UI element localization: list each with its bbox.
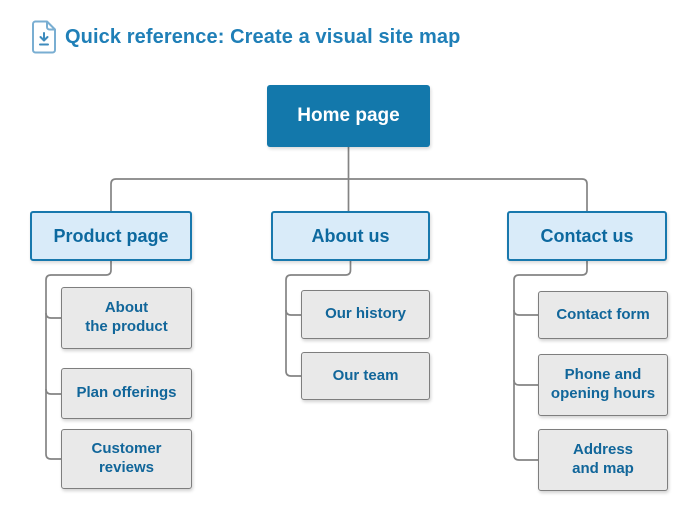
connector-about-branch-1 (285, 309, 301, 316)
node-contact-us: Contact us (507, 211, 667, 261)
node-contact-form: Contact form (538, 291, 668, 339)
node-customer-reviews: Customer reviews (61, 429, 192, 489)
connector-product-branch-2 (45, 388, 61, 395)
connector-product-branch-1 (45, 312, 61, 319)
node-about-us: About us (271, 211, 430, 261)
node-about-the-product: About the product (61, 287, 192, 349)
connector-contact-branch-2 (513, 379, 538, 386)
node-home-page: Home page (267, 85, 430, 147)
connector-contact-branch-1 (513, 309, 538, 316)
connector-root-bar (110, 178, 588, 211)
node-product-page: Product page (30, 211, 192, 261)
node-address-and-map: Address and map (538, 429, 668, 491)
quick-reference-link[interactable]: Quick reference: Create a visual site ma… (31, 20, 460, 54)
node-phone-opening-hours: Phone and opening hours (538, 354, 668, 416)
node-plan-offerings: Plan offerings (61, 368, 192, 419)
node-our-team: Our team (301, 352, 430, 400)
download-document-icon (32, 20, 56, 54)
page-title: Quick reference: Create a visual site ma… (65, 25, 461, 48)
node-our-history: Our history (301, 290, 430, 339)
